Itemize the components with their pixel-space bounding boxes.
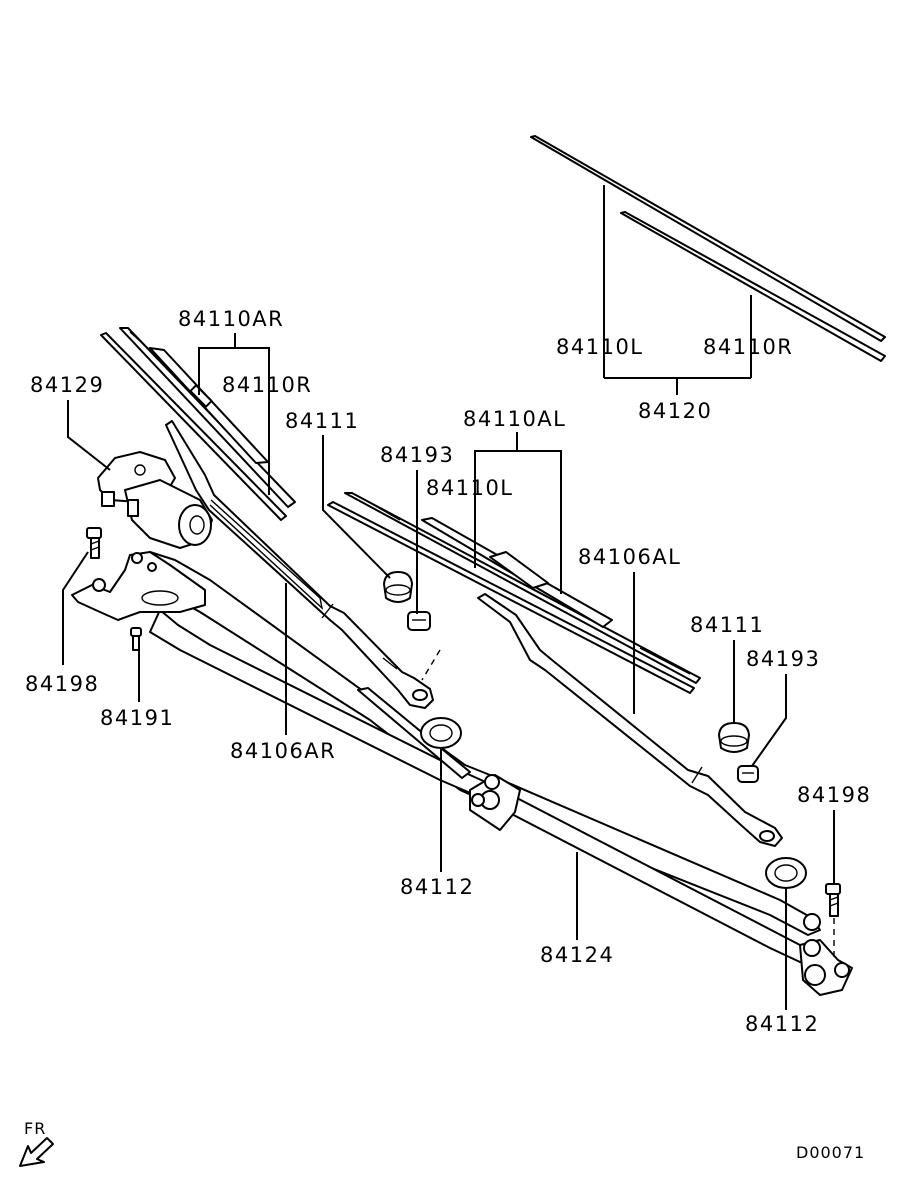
label-84124: 84124 <box>540 943 614 967</box>
wiper-arm-left[interactable] <box>477 593 783 847</box>
front-label: FR <box>24 1119 46 1138</box>
bolt-84191[interactable] <box>130 627 142 651</box>
wiper-motor[interactable] <box>97 451 213 549</box>
bolt-84198-left[interactable] <box>86 527 102 559</box>
motor-bracket[interactable] <box>71 551 206 621</box>
label-84198-right: 84198 <box>797 783 871 807</box>
label-84106ar: 84106AR <box>230 739 336 763</box>
seal-84112-right[interactable] <box>765 857 807 889</box>
label-84120: 84120 <box>638 399 712 423</box>
cap-84111-left[interactable] <box>383 571 413 603</box>
label-84110r-refill: 84110R <box>703 335 793 359</box>
label-84110r-upper: 84110R <box>222 373 312 397</box>
wiper-blade-right[interactable] <box>100 327 296 521</box>
label-84110ar: 84110AR <box>178 307 284 331</box>
label-84193-left: 84193 <box>380 443 454 467</box>
wiper-blade-refill-long[interactable] <box>530 135 886 342</box>
leader-lines <box>62 185 835 1010</box>
wiper-arm-right[interactable] <box>165 420 434 709</box>
nut-84193-right[interactable] <box>737 765 759 783</box>
label-84193-right: 84193 <box>746 647 820 671</box>
label-84198-left: 84198 <box>25 672 99 696</box>
wiper-blade-refill-short[interactable] <box>620 211 886 362</box>
nut-84193-left[interactable] <box>407 611 441 681</box>
wiper-linkage[interactable] <box>149 551 853 996</box>
cap-84111-right[interactable] <box>718 722 750 753</box>
seal-84112-left[interactable] <box>420 717 462 749</box>
front-arrow-icon <box>19 1137 54 1167</box>
wiper-blade-left[interactable] <box>327 492 701 694</box>
label-84106al: 84106AL <box>578 545 681 569</box>
label-84191: 84191 <box>100 706 174 730</box>
label-84112-left: 84112 <box>400 875 474 899</box>
label-84111-left: 84111 <box>285 409 359 433</box>
label-84110l-left: 84110L <box>426 476 514 500</box>
label-84112-right: 84112 <box>745 1012 819 1036</box>
label-84110l-refill: 84110L <box>556 335 644 359</box>
diagram-code: D00071 <box>796 1143 865 1162</box>
label-84111-right: 84111 <box>690 613 764 637</box>
label-84129: 84129 <box>30 373 104 397</box>
label-84110al: 84110AL <box>463 407 566 431</box>
